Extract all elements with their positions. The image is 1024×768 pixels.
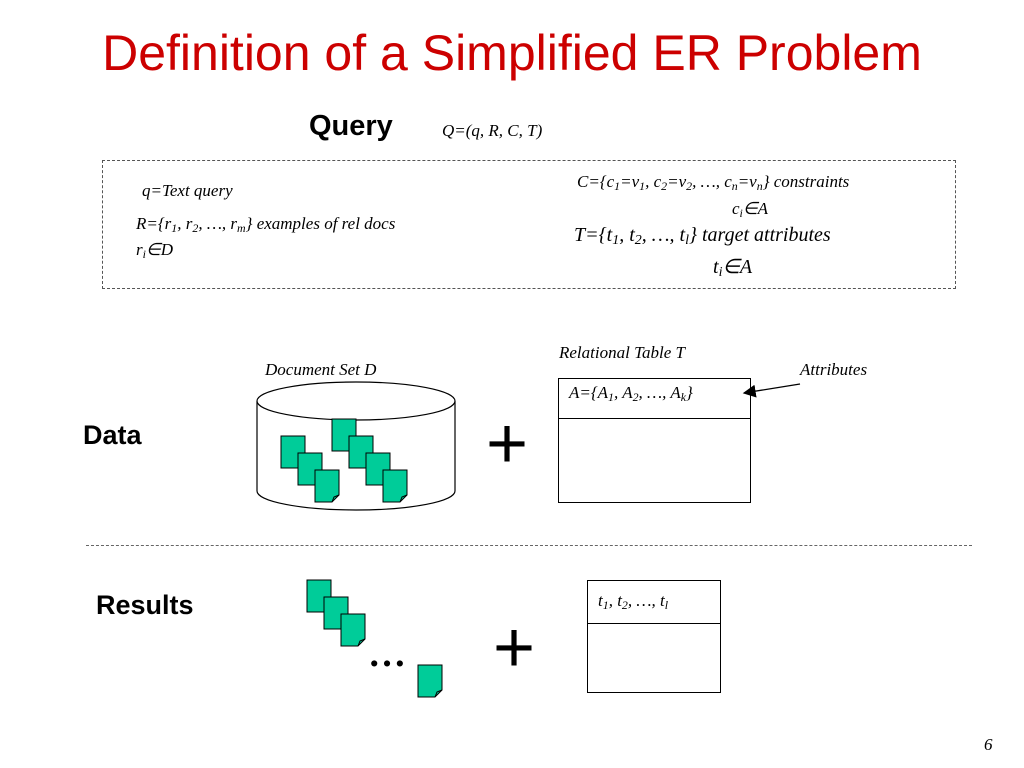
r-definition: R={r1, r2, …, rm} examples of rel docs [136,214,396,235]
c-membership: ci∈A [732,199,769,220]
attributes-arrow [742,383,801,398]
document-fold-icon [331,494,340,503]
results-plus-sign: + [493,608,536,688]
document-icon [314,469,340,503]
relational-table: A={A1, A2, …, Ak} [558,378,751,503]
results-table: t1, t2, …, tl [587,580,721,693]
relational-table-label: Relational Table T [559,343,685,362]
relational-table-header: A={A1, A2, …, Ak} [559,379,750,419]
q-definition: q=Text query [142,181,233,200]
results-table-header: t1, t2, …, tl [588,581,720,624]
results-label: Results [96,590,194,620]
t-membership: ti∈A [713,256,753,280]
document-icons [280,418,443,698]
document-icon [417,664,443,698]
data-plus-sign: + [486,404,529,484]
document-icon [340,613,366,647]
section-separator [86,545,972,546]
results-ellipsis: … [368,633,406,675]
query-definition-box [102,160,956,289]
attributes-label: Attributes [800,360,868,379]
page-number: 6 [984,735,993,754]
r-membership: ri∈D [136,240,174,261]
document-fold-icon [399,494,408,503]
document-fold-icon [357,638,366,647]
query-label: Query [309,110,393,142]
document-icon [382,469,408,503]
document-fold-icon [434,689,443,698]
document-set-label: Document Set D [265,360,377,379]
c-definition: C={c1=v1, c2=v2, …, cn=vn} constraints [577,172,850,193]
slide-title: Definition of a Simplified ER Problem [102,25,922,81]
query-formula: Q=(q, R, C, T) [442,121,543,140]
t-definition: T={t1, t2, …, tl} target attributes [574,224,831,248]
data-label: Data [83,420,142,450]
